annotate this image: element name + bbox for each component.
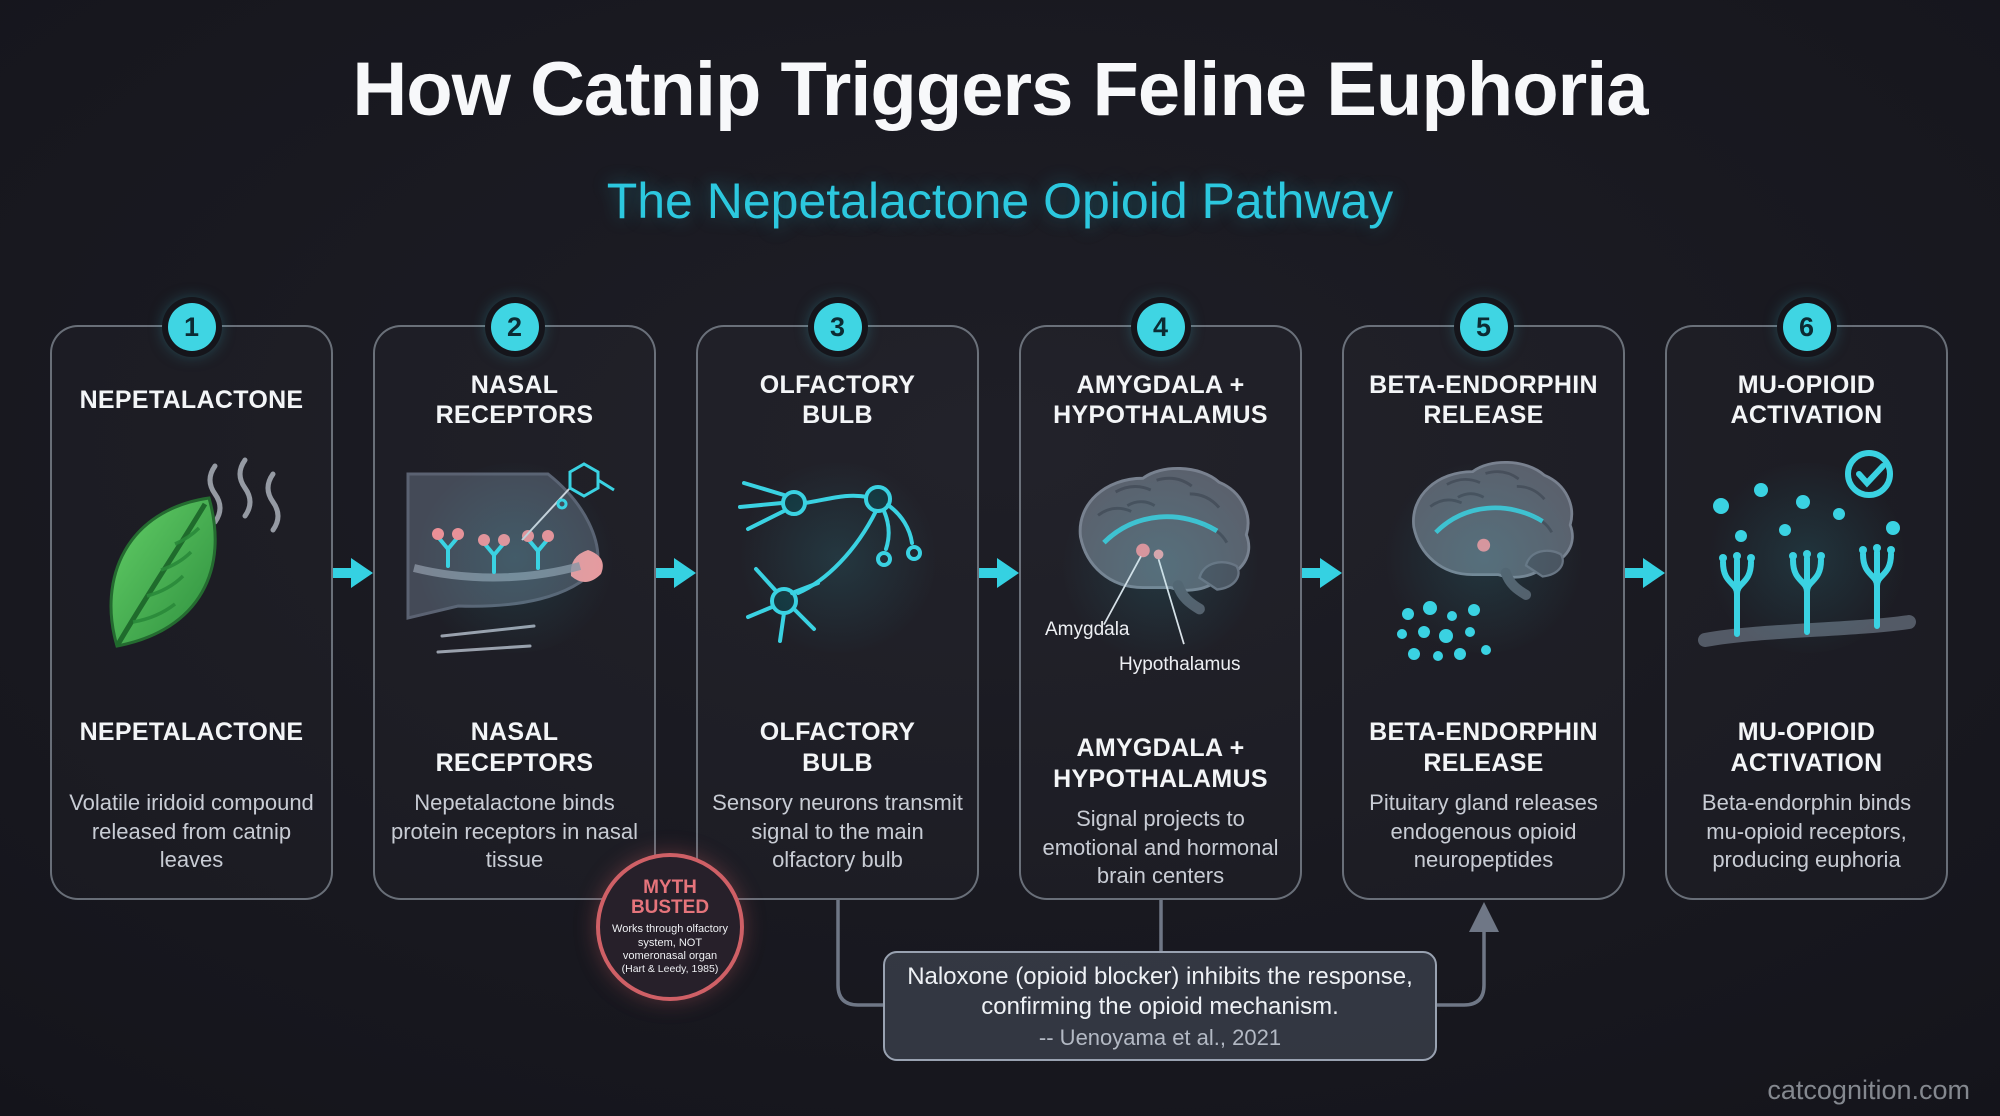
nasal-receptors-icon <box>406 461 615 653</box>
callout-text-line2: confirming the opioid mechanism. <box>981 992 1339 1020</box>
step-icon-area <box>698 433 977 683</box>
step-title: NEPETALACTONE <box>79 385 304 414</box>
flow-arrow-icon <box>979 558 1019 588</box>
step-card-amygdala-hypothalamus: 4 AMYGDALA + HYPOTHALAMUS <box>1019 303 1302 900</box>
step-card-olfactory-bulb: 3 OLFACTORY BULB <box>696 303 979 900</box>
step-description: Sensory neurons transmit signal to the m… <box>712 790 963 873</box>
step-description: Pituitary gland releases endogenous opio… <box>1369 790 1598 873</box>
step-icon-area <box>375 433 654 683</box>
step-number-badge: 5 <box>1459 303 1508 351</box>
arrow-cell <box>1302 325 1342 900</box>
catnip-leaf-icon <box>109 457 280 648</box>
step-number-badge: 4 <box>1136 303 1185 351</box>
step-number-badge: 6 <box>1782 303 1831 351</box>
watermark: catcognition.com <box>1767 1075 1970 1105</box>
step-icon-area <box>1667 433 1946 683</box>
step-heading: NASAL RECEPTORS <box>435 718 594 777</box>
step-description: Beta-endorphin binds mu-opioid receptors… <box>1701 790 1912 873</box>
step-icon-area: Amygdala Hypothalamus <box>1021 433 1300 699</box>
amygdala-label: Amygdala <box>1045 619 1130 640</box>
step-card-beta-endorphin: 5 BETA-ENDORPHIN RELEASE <box>1342 303 1625 900</box>
myth-busted-citation: (Hart & Leedy, 1985) <box>621 962 719 975</box>
hypothalamus-label: Hypothalamus <box>1119 654 1241 675</box>
callout-attribution: -- Uenoyama et al., 2021 <box>1038 1024 1282 1050</box>
up-arrowhead-icon <box>1469 902 1499 932</box>
step-title: AMYGDALA + HYPOTHALAMUS <box>1053 370 1268 430</box>
step-icon-area <box>52 433 331 683</box>
page-subtitle: The Nepetalactone Opioid Pathway <box>606 173 1394 229</box>
arrow-cell <box>979 325 1019 900</box>
brain-endorphin-icon <box>1396 461 1574 661</box>
flow-arrow-icon <box>1302 558 1342 588</box>
arrow-cell <box>656 325 696 900</box>
step-icon-area <box>1344 433 1623 683</box>
step-number-badge: 3 <box>813 303 862 351</box>
myth-busted-title: MYTH BUSTED <box>630 877 710 919</box>
step-title: OLFACTORY BULB <box>759 370 916 430</box>
olfactory-neurons-icon <box>737 481 922 643</box>
step-card-mu-opioid: 6 MU-OPIOID ACTIVATION <box>1665 303 1948 900</box>
arrow-cell <box>333 325 373 900</box>
step-heading: OLFACTORY BULB <box>759 718 916 777</box>
step-description: Volatile iridoid compound released from … <box>69 790 314 873</box>
flow-arrow-icon <box>1625 558 1665 588</box>
arrow-cell <box>1625 325 1665 900</box>
myth-busted-body: Works through olfactory system, NOT vome… <box>612 923 728 962</box>
step-description: Nepetalactone binds protein receptors in… <box>390 790 639 873</box>
step-heading: BETA-ENDORPHIN RELEASE <box>1369 718 1598 777</box>
step-heading: MU-OPIOID ACTIVATION <box>1730 718 1883 777</box>
step-description: Signal projects to emotional and hormona… <box>1042 806 1279 889</box>
step-card-nepetalactone: 1 NEPETALACTONE <box>50 303 333 900</box>
step-card-nasal-receptors: 2 NASAL RECEPTORS <box>373 303 656 900</box>
flow-arrow-icon <box>656 558 696 588</box>
steps-row: 1 NEPETALACTONE <box>50 303 1950 900</box>
mu-opioid-receptors-icon <box>1697 450 1916 647</box>
flow-arrow-icon <box>333 558 373 588</box>
step-heading: AMYGDALA + HYPOTHALAMUS <box>1053 734 1268 793</box>
naloxone-callout: Naloxone (opioid blocker) inhibits the r… <box>883 951 1437 1061</box>
step-title: NASAL RECEPTORS <box>435 370 594 430</box>
step-number-badge: 1 <box>167 303 216 351</box>
step-title: BETA-ENDORPHIN RELEASE <box>1369 370 1598 430</box>
step-number-badge: 2 <box>490 303 539 351</box>
step-title: MU-OPIOID ACTIVATION <box>1730 370 1883 430</box>
step-heading: NEPETALACTONE <box>79 718 304 746</box>
page-title: How Catnip Triggers Feline Euphoria <box>352 47 1648 132</box>
callout-text-line1: Naloxone (opioid blocker) inhibits the r… <box>907 962 1413 990</box>
myth-busted-badge: MYTH BUSTED Works through olfactory syst… <box>596 853 744 1001</box>
